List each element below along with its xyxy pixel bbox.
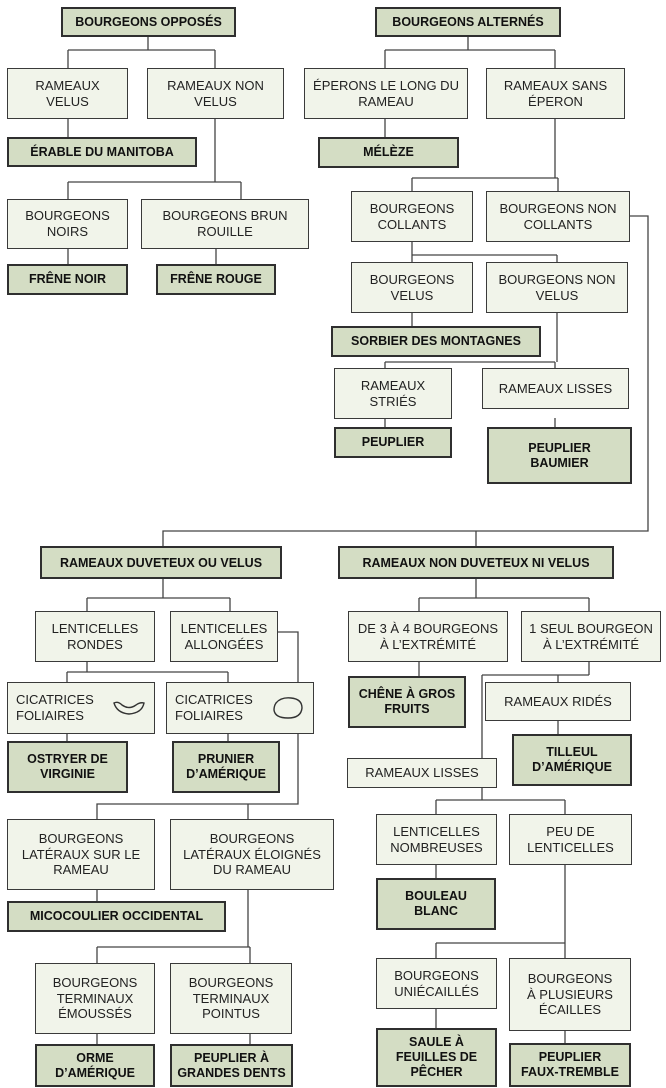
orme-damerique-result: ORME D’AMÉRIQUE bbox=[35, 1044, 155, 1087]
bourgeons-velus-node: BOURGEONS VELUS bbox=[351, 262, 473, 313]
saule-a-feuilles-de-pecher-result: SAULE À FEUILLES DE PÊCHER bbox=[376, 1028, 497, 1087]
frene-noir-result: FRÊNE NOIR bbox=[7, 264, 128, 295]
sorbier-des-montagnes-result: SORBIER DES MONTAGNES bbox=[331, 326, 541, 357]
lenticelles-allongees-node: LENTICELLES ALLONGÉES bbox=[170, 611, 278, 662]
bourgeons-uniecailles-node: BOURGEONS UNIÉCAILLÉS bbox=[376, 958, 497, 1009]
rameaux-lisses-node-2: RAMEAUX LISSES bbox=[347, 758, 497, 788]
bourgeons-brun-rouille-node: BOURGEONS BRUN ROUILLE bbox=[141, 199, 309, 249]
bourgeons-noirs-node: BOURGEONS NOIRS bbox=[7, 199, 128, 249]
bourgeons-non-velus-node: BOURGEONS NON VELUS bbox=[486, 262, 628, 313]
trois-a-quatre-bourgeons-node: DE 3 À 4 BOURGEONS À L’EXTRÉMITÉ bbox=[348, 611, 508, 662]
eperons-le-long-du-rameau-node: ÉPERONS LE LONG DU RAMEAU bbox=[304, 68, 468, 119]
ostryer-de-virginie-result: OSTRYER DE VIRGINIE bbox=[7, 741, 128, 793]
peuplier-a-grandes-dents-result: PEUPLIER À GRANDES DENTS bbox=[170, 1044, 293, 1087]
lenticelles-nombreuses-node: LENTICELLES NOMBREUSES bbox=[376, 814, 497, 865]
round-leaf-scar-icon bbox=[273, 697, 303, 719]
bouleau-blanc-result: BOULEAU BLANC bbox=[376, 878, 496, 930]
frene-rouge-result: FRÊNE ROUGE bbox=[156, 264, 276, 295]
bourgeons-collants-node: BOURGEONS COLLANTS bbox=[351, 191, 473, 242]
meleze-result: MÉLÈZE bbox=[318, 137, 459, 168]
chene-a-gros-fruits-result: CHÊNE À GROS FRUITS bbox=[348, 676, 466, 728]
rameaux-rides-node: RAMEAUX RIDÉS bbox=[485, 682, 631, 721]
peuplier-baumier-result: PEUPLIER BAUMIER bbox=[487, 427, 632, 484]
cicatrices-foliaires-label-2: CICATRICES FOLIAIRES bbox=[175, 692, 253, 723]
bourgeons-a-plusieurs-ecailles-node: BOURGEONS À PLUSIEURS ÉCAILLES bbox=[509, 958, 631, 1031]
peuplier-result: PEUPLIER bbox=[334, 427, 452, 458]
bourgeons-alternes-header: BOURGEONS ALTERNÉS bbox=[375, 7, 561, 37]
erable-du-manitoba-result: ÉRABLE DU MANITOBA bbox=[7, 137, 197, 167]
rameaux-stries-node: RAMEAUX STRIÉS bbox=[334, 368, 452, 419]
peuplier-faux-tremble-result: PEUPLIER FAUX-TREMBLE bbox=[509, 1043, 631, 1087]
cicatrices-foliaires-node-1: CICATRICES FOLIAIRES bbox=[7, 682, 155, 734]
rameaux-sans-eperon-node: RAMEAUX SANS ÉPERON bbox=[486, 68, 625, 119]
lenticelles-rondes-node: LENTICELLES RONDES bbox=[35, 611, 155, 662]
bourgeons-terminaux-pointus-node: BOURGEONS TERMINAUX POINTUS bbox=[170, 963, 292, 1034]
peu-de-lenticelles-node: PEU DE LENTICELLES bbox=[509, 814, 632, 865]
rameaux-duveteux-header: RAMEAUX DUVETEUX OU VELUS bbox=[40, 546, 282, 579]
bourgeons-non-collants-node: BOURGEONS NON COLLANTS bbox=[486, 191, 630, 242]
bourgeons-opposes-header: BOURGEONS OPPOSÉS bbox=[61, 7, 236, 37]
cicatrices-foliaires-label-1: CICATRICES FOLIAIRES bbox=[16, 692, 94, 723]
micocoulier-occidental-result: MICOCOULIER OCCIDENTAL bbox=[7, 901, 226, 932]
rameaux-non-velus-node: RAMEAUX NON VELUS bbox=[147, 68, 284, 119]
prunier-damerique-result: PRUNIER D’AMÉRIQUE bbox=[172, 741, 280, 793]
rameaux-velus-node: RAMEAUX VELUS bbox=[7, 68, 128, 119]
bourgeons-lateraux-sur-le-rameau-node: BOURGEONS LATÉRAUX SUR LE RAMEAU bbox=[7, 819, 155, 890]
crescent-leaf-scar-icon bbox=[113, 701, 145, 715]
cicatrices-foliaires-node-2: CICATRICES FOLIAIRES bbox=[166, 682, 314, 734]
un-seul-bourgeon-node: 1 SEUL BOURGEON À L’EXTRÉMITÉ bbox=[521, 611, 661, 662]
bourgeons-terminaux-emousses-node: BOURGEONS TERMINAUX ÉMOUSSÉS bbox=[35, 963, 155, 1034]
rameaux-lisses-node-1: RAMEAUX LISSES bbox=[482, 368, 629, 409]
rameaux-non-duveteux-header: RAMEAUX NON DUVETEUX NI VELUS bbox=[338, 546, 614, 579]
tilleul-damerique-result: TILLEUL D’AMÉRIQUE bbox=[512, 734, 632, 786]
bourgeons-lateraux-eloignes-node: BOURGEONS LATÉRAUX ÉLOIGNÉS DU RAMEAU bbox=[170, 819, 334, 890]
